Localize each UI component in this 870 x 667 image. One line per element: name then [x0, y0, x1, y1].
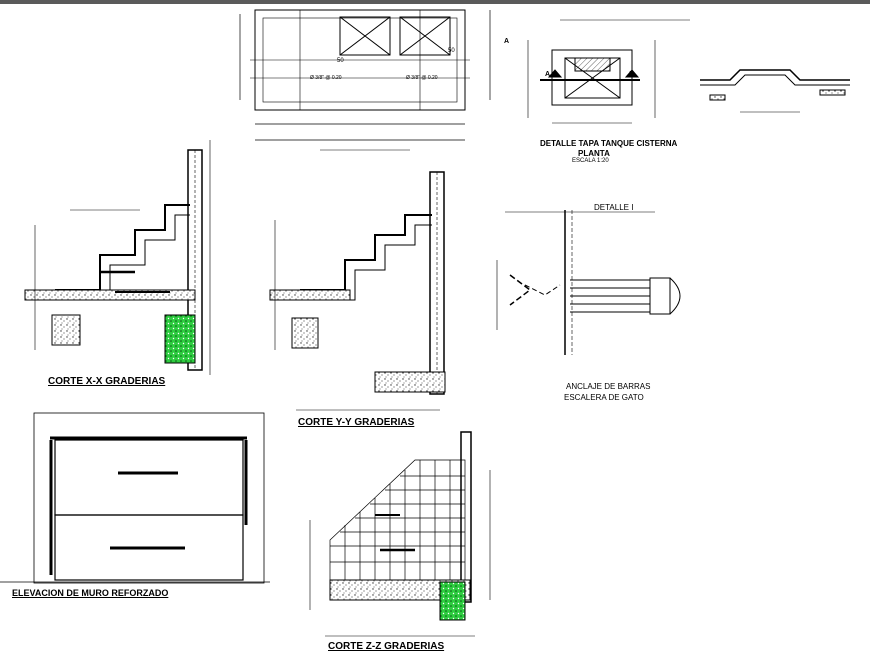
tank-lid-detail: [527, 19, 690, 124]
tank-lid-detail-title: DETALLE TAPA TANQUE CISTERNA: [540, 139, 678, 148]
wall-elevation-title: ELEVACION DE MURO REFORZADO: [12, 588, 169, 598]
section-marker-a-left: A: [545, 71, 551, 78]
detail-1-title: DETALLE I: [594, 203, 634, 212]
top-toolbar-strip: [0, 0, 870, 4]
anchorage-caption-line2: ESCALERA DE GATO: [564, 393, 644, 402]
plan-subtitle: PLANTA: [578, 149, 610, 158]
section-yy-title: CORTE Y-Y GRADERIAS: [298, 417, 415, 428]
rebar-spacing-label-1: Ø 3/8" @ 0.20: [310, 75, 342, 81]
section-zz-title: CORTE Z-Z GRADERIAS: [328, 641, 445, 652]
detail-1-anchorage: [496, 210, 681, 355]
section-marker-a-right: A: [628, 71, 634, 78]
rebar-spacing-label-2: Ø 3/8" @ 0.20: [406, 75, 438, 81]
tank-plan-view: [239, 9, 491, 151]
section-yy-stairs: [269, 171, 446, 411]
anchorage-caption-line1: ANCLAJE DE BARRAS: [566, 382, 651, 391]
scale-label: ESCALA 1:20: [572, 158, 609, 164]
section-zz-stairs: [309, 431, 491, 637]
dimension-50-right: 50: [448, 48, 455, 54]
lid-section-detail: [700, 69, 850, 113]
dimension-50-left: 50: [337, 58, 344, 64]
section-marker-a-top: A: [504, 38, 510, 45]
section-xx-title: CORTE X-X GRADERIAS: [48, 376, 166, 387]
section-xx-stairs: [24, 140, 211, 375]
reinforced-wall-elevation: [0, 412, 270, 584]
